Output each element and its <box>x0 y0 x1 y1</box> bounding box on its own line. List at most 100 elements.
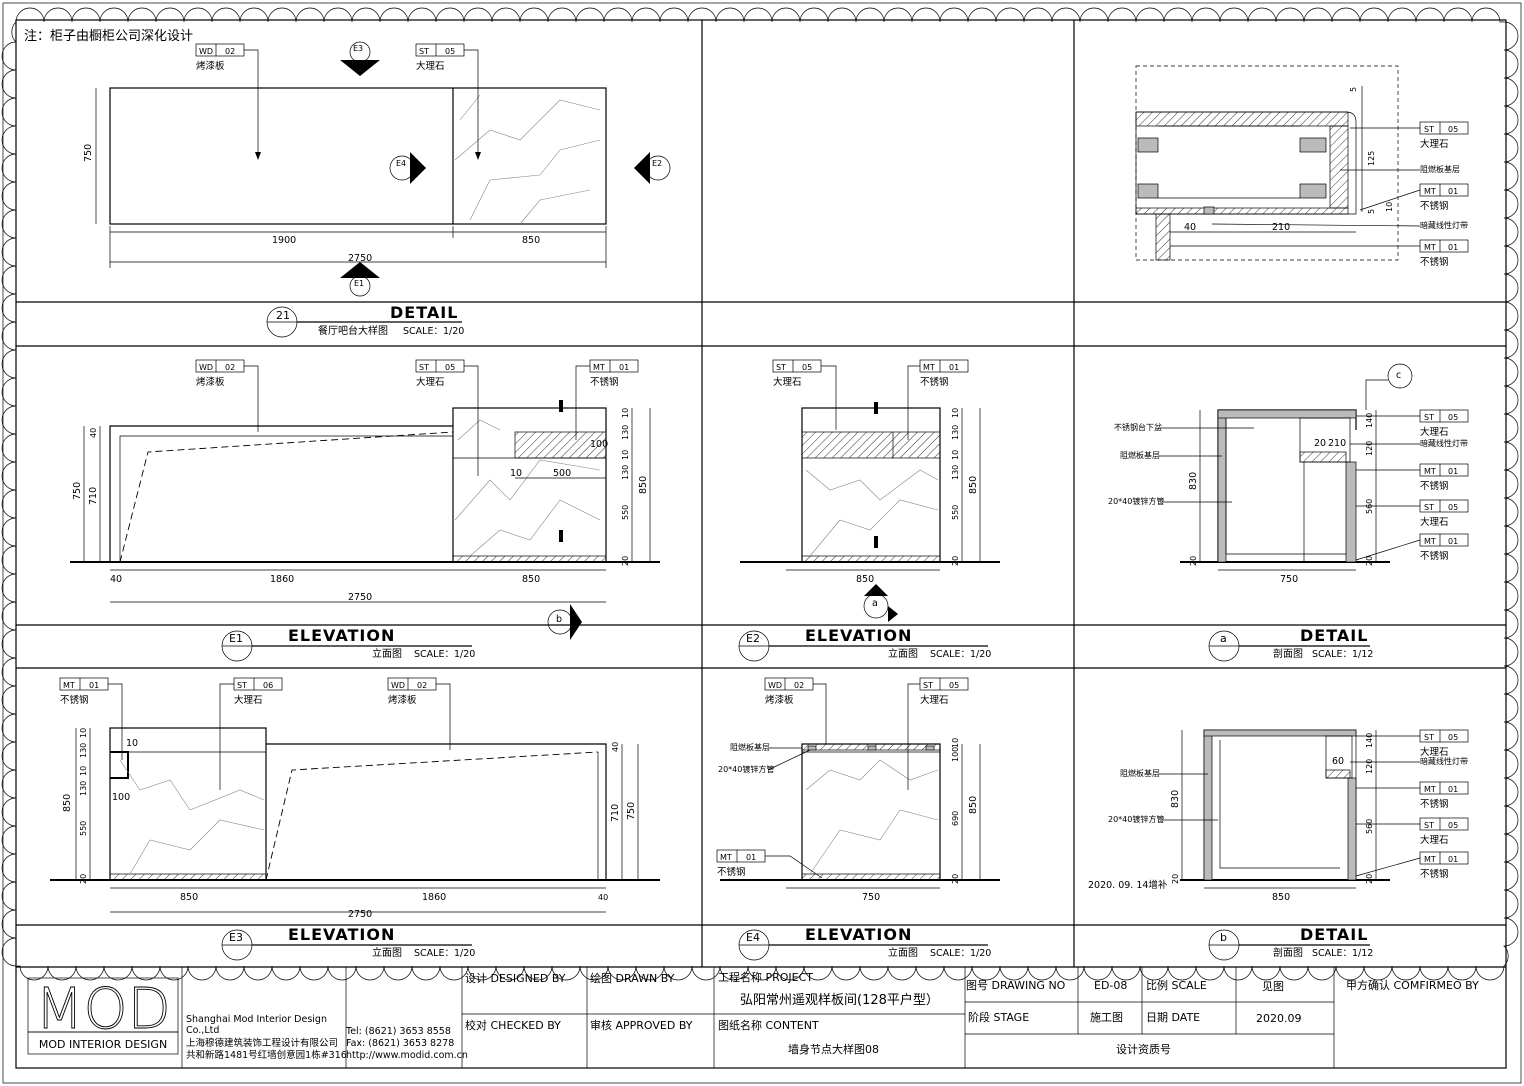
svg-text:2750: 2750 <box>348 253 372 264</box>
svg-text:ST: ST <box>1424 821 1434 830</box>
approved-by-label: 审核 APPROVED BY <box>590 1018 693 1032</box>
label-steel-basin: 不锈钢台下盆 <box>1114 422 1162 432</box>
svg-text:大理石: 大理石 <box>416 376 445 388</box>
svg-text:不锈钢: 不锈钢 <box>1420 550 1449 562</box>
svg-text:550: 550 <box>79 821 88 836</box>
svg-text:大理石: 大理石 <box>1420 746 1449 758</box>
svg-text:E1: E1 <box>354 279 364 288</box>
svg-text:立面图: 立面图 <box>372 647 402 660</box>
svg-text:140: 140 <box>1365 733 1374 748</box>
svg-text:ST: ST <box>237 681 247 690</box>
drawing-no-label: 图号 DRAWING NO <box>966 979 1066 992</box>
svg-text:40: 40 <box>89 428 98 438</box>
svg-text:剖面图: 剖面图 <box>1273 946 1303 959</box>
label-mdf-base-b: 阻燃板基层 <box>1120 768 1160 778</box>
checked-by-label: 校对 CHECKED BY <box>465 1018 561 1032</box>
svg-text:不锈钢: 不锈钢 <box>1420 798 1449 810</box>
svg-text:05: 05 <box>445 47 455 56</box>
svg-text:710: 710 <box>88 487 99 505</box>
svg-text:130: 130 <box>79 781 88 796</box>
svg-text:SCALE：1/20: SCALE：1/20 <box>930 948 991 959</box>
svg-text:690: 690 <box>951 811 960 826</box>
svg-text:MT: MT <box>923 363 935 372</box>
company-fax: Fax: (8621) 3653 8278 <box>346 1038 454 1049</box>
qualification-label: 设计资质号 <box>1116 1043 1171 1056</box>
section-detail-a: c 830 20 140 120 560 20 20 210 750 不锈钢台下… <box>1108 363 1469 585</box>
svg-text:大理石: 大理石 <box>1420 138 1449 150</box>
svg-text:140: 140 <box>1365 413 1374 428</box>
svg-text:01: 01 <box>1448 243 1458 252</box>
svg-text:10: 10 <box>621 408 630 418</box>
svg-text:a: a <box>1220 632 1227 645</box>
company-name-cn: 上海穆德建筑装饰工程设计有限公司 <box>186 1037 338 1049</box>
scale-value: 见图 <box>1262 980 1284 993</box>
svg-text:750: 750 <box>72 482 83 500</box>
svg-text:不锈钢: 不锈钢 <box>1420 256 1449 268</box>
svg-text:ST: ST <box>923 681 933 690</box>
svg-text:2750: 2750 <box>348 909 372 920</box>
svg-text:5: 5 <box>1349 87 1358 92</box>
svg-text:100: 100 <box>590 439 608 450</box>
svg-text:01: 01 <box>746 853 756 862</box>
svg-text:100: 100 <box>951 747 960 762</box>
svg-text:850: 850 <box>856 574 874 585</box>
svg-text:MT: MT <box>1424 537 1436 546</box>
content-label: 图纸名称 CONTENT <box>718 1018 819 1032</box>
svg-text:710: 710 <box>610 804 621 822</box>
svg-text:大理石: 大理石 <box>920 694 949 706</box>
svg-text:烤漆板: 烤漆板 <box>765 694 794 706</box>
svg-text:MOD: MOD <box>35 977 171 1042</box>
confirm-label: 甲方确认 COMFIRMEO BY <box>1346 978 1479 992</box>
svg-text:SCALE：1/20: SCALE：1/20 <box>414 649 475 660</box>
drawing-no-value: ED-08 <box>1094 979 1127 992</box>
svg-text:20: 20 <box>1189 556 1198 566</box>
svg-text:750: 750 <box>83 144 94 162</box>
svg-text:02: 02 <box>225 47 235 56</box>
svg-text:05: 05 <box>1448 733 1458 742</box>
svg-text:750: 750 <box>626 802 637 820</box>
svg-text:05: 05 <box>1448 821 1458 830</box>
svg-text:大理石: 大理石 <box>234 694 263 706</box>
title-elevation-e1: E1 ELEVATION 立面图 SCALE：1/20 <box>221 626 475 662</box>
svg-text:WD: WD <box>199 47 213 56</box>
svg-text:20: 20 <box>621 556 630 566</box>
svg-text:550: 550 <box>951 505 960 520</box>
svg-text:大理石: 大理石 <box>1420 426 1449 438</box>
view-marker-e3: E3 <box>340 41 380 76</box>
svg-text:750: 750 <box>862 892 880 903</box>
svg-text:烤漆板: 烤漆板 <box>196 60 225 72</box>
drawn-by-label: 绘图 DRAWN BY <box>590 971 675 985</box>
svg-text:560: 560 <box>1365 819 1374 834</box>
svg-text:830: 830 <box>1188 472 1199 490</box>
title-elevation-e4: E4 ELEVATION 立面图 SCALE：1/20 <box>738 925 991 961</box>
svg-text:10: 10 <box>621 450 630 460</box>
svg-text:10: 10 <box>510 468 522 479</box>
svg-text:560: 560 <box>1365 499 1374 514</box>
svg-text:餐厅吧台大样图: 餐厅吧台大样图 <box>318 324 388 337</box>
svg-text:850: 850 <box>638 476 649 494</box>
design-note: 注：柜子由橱柜公司深化设计 <box>24 29 193 44</box>
svg-text:不锈钢: 不锈钢 <box>1420 868 1449 880</box>
svg-text:ST: ST <box>419 47 429 56</box>
view-marker-e1: E1 <box>340 262 380 297</box>
svg-text:ST: ST <box>1424 125 1434 134</box>
svg-text:05: 05 <box>802 363 812 372</box>
svg-text:02: 02 <box>417 681 427 690</box>
svg-text:550: 550 <box>621 505 630 520</box>
svg-text:ST: ST <box>1424 413 1434 422</box>
svg-text:b: b <box>1220 931 1227 944</box>
svg-text:ST: ST <box>419 363 429 372</box>
svg-text:SCALE：1/20: SCALE：1/20 <box>414 948 475 959</box>
